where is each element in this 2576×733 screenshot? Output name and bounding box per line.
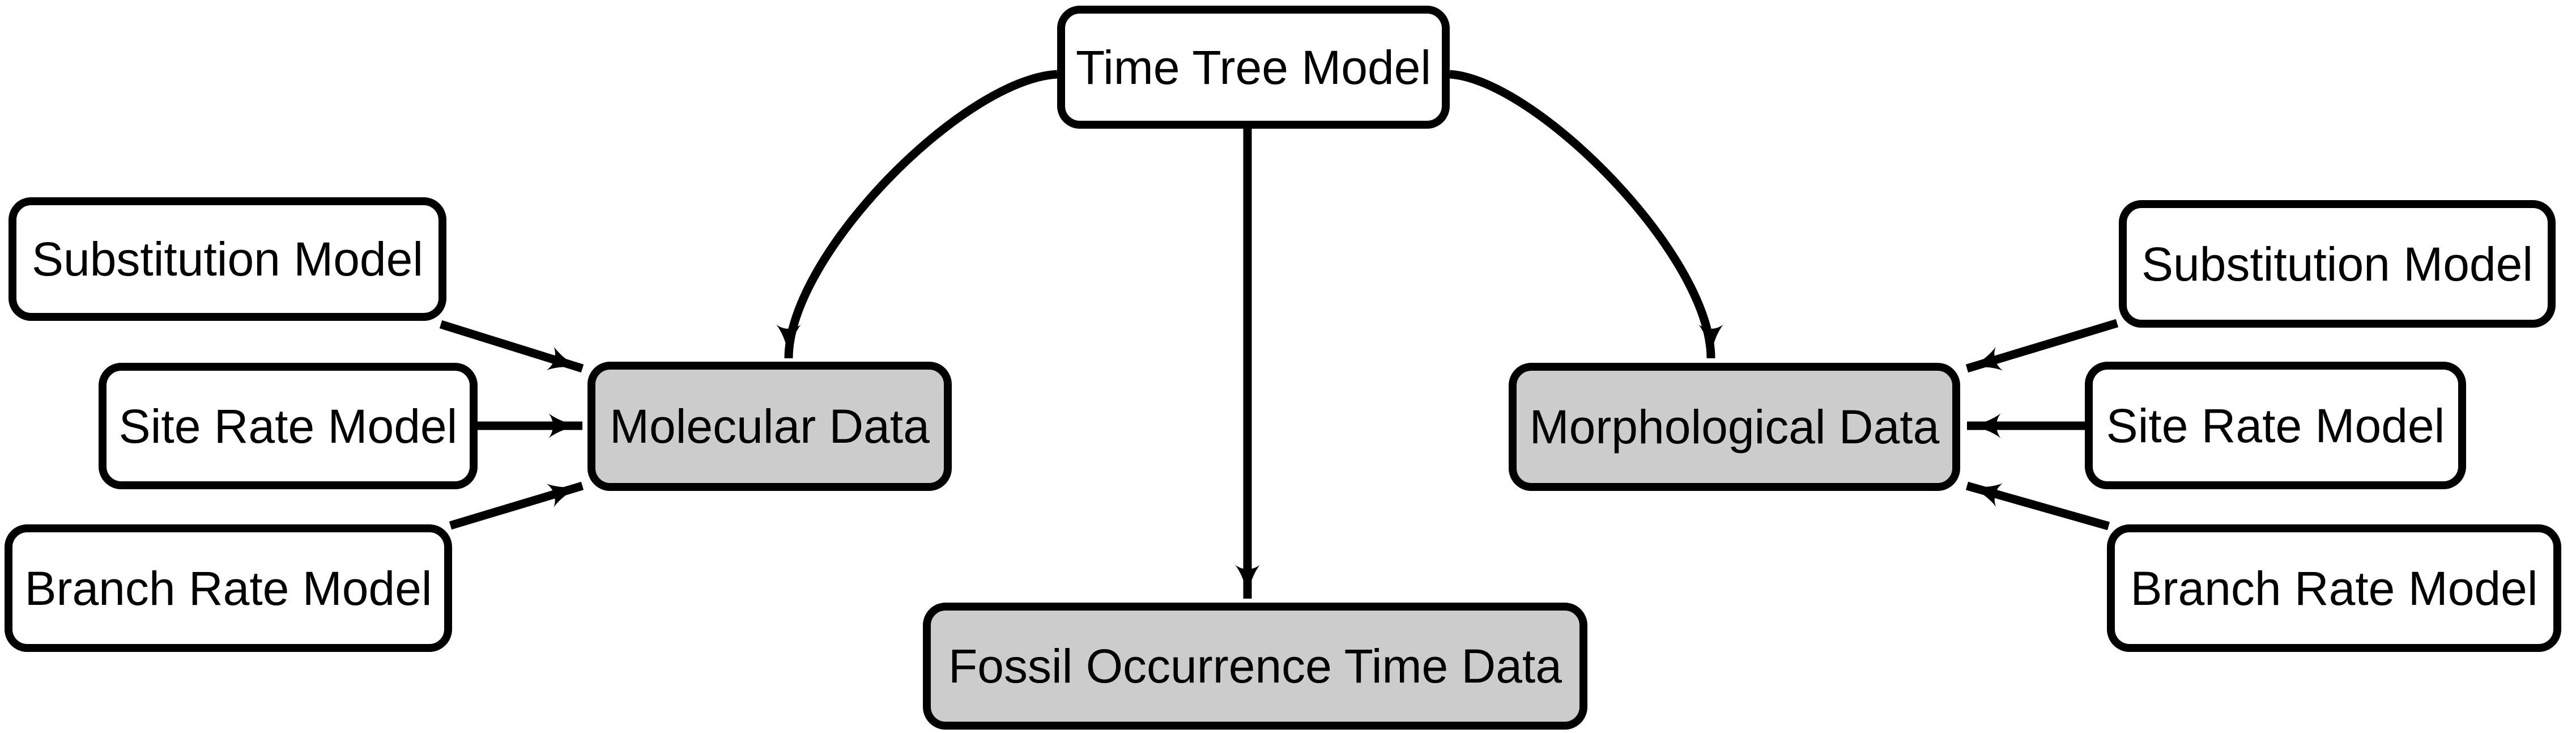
edge-left-substitution-to-molecular — [439, 320, 584, 373]
node-label: Site Rate Model — [2106, 399, 2445, 452]
node-label: Morphological Data — [1529, 400, 1940, 454]
node-label: Time Tree Model — [1075, 40, 1432, 94]
node-branch-rate-model-right: Branch Rate Model — [2107, 524, 2561, 652]
node-label: Branch Rate Model — [24, 561, 432, 615]
edge-time-tree-to-morphological — [1449, 70, 1723, 359]
node-fossil-occurrence-time-data: Fossil Occurrence Time Data — [923, 603, 1587, 730]
node-substitution-model-left: Substitution Model — [8, 197, 446, 321]
edge-right-substitution-to-morphological — [1965, 319, 2119, 373]
node-site-rate-model-right: Site Rate Model — [2085, 362, 2466, 489]
edge-right-branch-rate-to-morphological — [1965, 481, 2110, 531]
node-time-tree-model: Time Tree Model — [1057, 6, 1450, 129]
node-label: Molecular Data — [610, 400, 930, 453]
node-morphological-data: Morphological Data — [1509, 363, 1960, 491]
node-molecular-data: Molecular Data — [587, 362, 952, 491]
node-label: Substitution Model — [2141, 237, 2534, 291]
edge-left-branch-rate-to-molecular — [449, 481, 584, 530]
node-branch-rate-model-left: Branch Rate Model — [5, 524, 452, 652]
node-label: Fossil Occurrence Time Data — [948, 639, 1562, 693]
node-substitution-model-right: Substitution Model — [2119, 200, 2556, 328]
node-label: Site Rate Model — [118, 399, 458, 453]
node-label: Substitution Model — [31, 232, 424, 286]
edge-time-tree-to-molecular — [776, 70, 1058, 359]
node-site-rate-model-left: Site Rate Model — [99, 363, 478, 489]
node-label: Branch Rate Model — [2130, 561, 2538, 615]
